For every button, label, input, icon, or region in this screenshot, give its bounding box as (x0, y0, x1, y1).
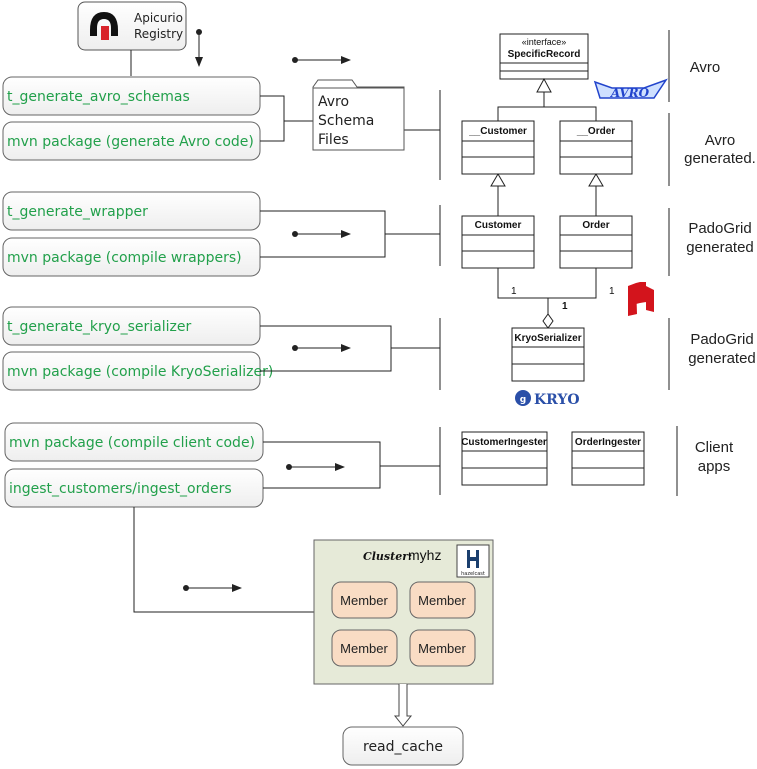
order-ingester-name: OrderIngester (575, 437, 641, 448)
schema-files-line2: Schema (318, 113, 374, 129)
customer-ingester-name: CustomerIngester (461, 437, 547, 448)
schema-files-line3: Files (318, 132, 349, 148)
step-5-label: t_generate_kryo_serializer (7, 319, 192, 335)
svg-text:g: g (520, 395, 526, 405)
interface-stereotype: «interface» (522, 37, 567, 47)
step-4[interactable]: mvn package (compile wrappers) (2, 237, 261, 277)
member-node: Member (331, 629, 398, 667)
flow-arrows (183, 56, 351, 592)
avro-logo-text: AVRO (610, 86, 650, 100)
section-padogrid-1-line1: PadoGrid (688, 220, 751, 237)
section-padogrid-2-line2: generated (688, 350, 756, 367)
generalization-arrow (490, 173, 506, 187)
cluster-label: Cluster: (363, 550, 412, 563)
uml-order: Order (559, 215, 633, 269)
section-client-apps-line1: Client (695, 439, 734, 456)
kryo-serializer-name: KryoSerializer (514, 333, 581, 344)
gen-order-name: __Order (576, 126, 615, 137)
member-label: Member (418, 593, 466, 608)
cluster-to-read-cache-arrow (393, 684, 413, 727)
section-avro-generated-line1: Avro (705, 132, 736, 149)
section-separators (668, 30, 678, 496)
association-lines (497, 268, 597, 314)
padogrid-logo-icon (628, 282, 654, 316)
uml-customer-ingester: CustomerIngester (461, 431, 548, 486)
step-8[interactable]: ingest_customers/ingest_orders (4, 468, 264, 508)
read-cache-step[interactable]: read_cache (342, 726, 464, 766)
step-3[interactable]: t_generate_wrapper (2, 191, 261, 231)
avro-schema-files-folder: Avro Schema Files (312, 79, 405, 151)
generalization-arrow (536, 77, 552, 93)
connectors (133, 90, 441, 613)
step-2-label: mvn package (generate Avro code) (7, 134, 254, 150)
gen-customer-name: __Customer (468, 126, 527, 137)
step-6[interactable]: mvn package (compile KryoSerializer) (2, 351, 273, 391)
step-1[interactable]: t_generate_avro_schemas (2, 76, 261, 116)
hazelcast-logo-text: hazelcast (461, 571, 485, 577)
apicurio-label-line1: Apicurio (134, 11, 183, 25)
aggregation-diamond (542, 313, 554, 329)
kryo-logo-text: KRYO (534, 392, 580, 408)
customer-name: Customer (475, 220, 522, 231)
step-4-label: mvn package (compile wrappers) (7, 250, 242, 266)
section-padogrid-1-line2: generated (686, 239, 754, 256)
step-7-label: mvn package (compile client code) (9, 435, 255, 451)
cluster-myhz: Cluster: myhz hazelcast Member Member Me… (313, 539, 494, 685)
apicurio-logo-icon (90, 12, 118, 40)
multiplicity-left: 1 (511, 286, 517, 297)
schema-files-line1: Avro (318, 94, 349, 110)
uml-kryo-serializer: KryoSerializer (511, 327, 585, 382)
member-node: Member (331, 581, 398, 619)
member-node: Member (409, 629, 476, 667)
read-cache-label: read_cache (363, 739, 443, 755)
step-7[interactable]: mvn package (compile client code) (4, 422, 264, 462)
inheritance-lines (497, 92, 597, 216)
multiplicity-center: 1 (562, 301, 568, 312)
member-label: Member (418, 641, 466, 656)
step-6-label: mvn package (compile KryoSerializer) (7, 364, 273, 380)
step-1-label: t_generate_avro_schemas (7, 89, 190, 105)
avro-logo-icon: AVRO (593, 78, 668, 100)
section-client-apps-line2: apps (698, 458, 731, 475)
step-2[interactable]: mvn package (generate Avro code) (2, 121, 261, 161)
member-label: Member (340, 593, 388, 608)
section-avro-generated-line2: generated. (684, 150, 756, 167)
step-5[interactable]: t_generate_kryo_serializer (2, 306, 261, 346)
step-8-label: ingest_customers/ingest_orders (9, 481, 232, 497)
hazelcast-logo-icon: hazelcast (456, 544, 490, 578)
member-label: Member (340, 641, 388, 656)
kryo-logo-icon: g KRYO (515, 390, 580, 408)
apicurio-label-line2: Registry (134, 27, 183, 41)
uml-customer: Customer (461, 215, 535, 269)
order-name: Order (582, 220, 609, 231)
uml-specific-record: «interface» SpecificRecord (499, 33, 589, 80)
step-3-label: t_generate_wrapper (7, 204, 148, 220)
generalization-arrow (588, 173, 604, 187)
member-node: Member (409, 581, 476, 619)
interface-name: SpecificRecord (508, 49, 581, 60)
apicurio-registry-node: Apicurio Registry (77, 1, 187, 51)
uml-gen-order: __Order (559, 120, 633, 175)
section-avro: Avro (690, 59, 721, 76)
section-padogrid-2-line1: PadoGrid (690, 331, 753, 348)
uml-gen-customer: __Customer (461, 120, 535, 175)
cluster-name: myhz (408, 547, 441, 563)
uml-order-ingester: OrderIngester (571, 431, 645, 486)
multiplicity-right: 1 (609, 286, 615, 297)
